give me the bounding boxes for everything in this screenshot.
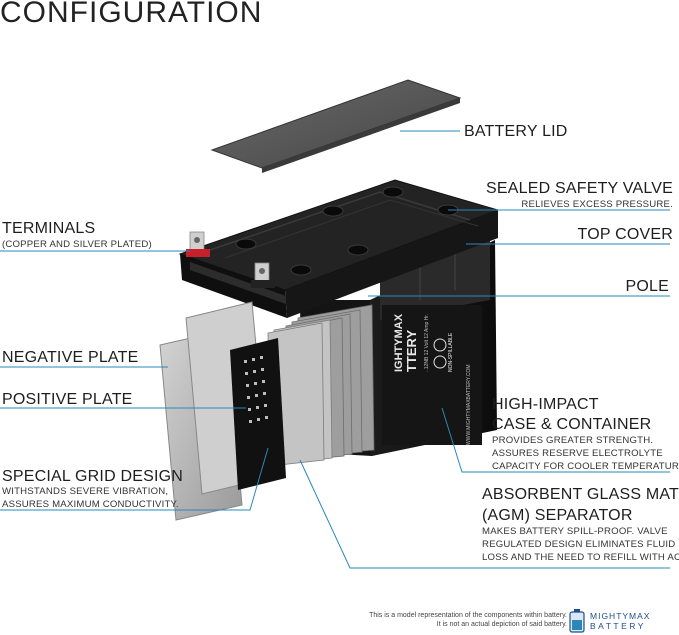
certification-marks-icon [433,338,447,369]
label-top-cover: TOP COVER [577,226,673,243]
label-pole: POLE [625,278,669,295]
label-special-grid-sub-1: WITHSTANDS SEVERE VIBRATION, [2,486,169,497]
battery-logo-icon [569,609,585,633]
page-title: CONFIGURATION [0,0,263,29]
leader-high-impact [441,407,670,473]
footer-disclaimer-1: This is a model representation of the co… [369,612,567,619]
battery-brand-text-2: TTERY [404,330,419,372]
safety-valve-caps [235,186,459,276]
plate-stack [267,319,333,467]
label-high-impact-sub-2: ASSURES RESERVE ELECTROLYTE [492,448,663,459]
footer-logo-line2: BATTERY [590,621,646,631]
label-agm-1: ABSORBENT GLASS MAT [482,486,679,503]
label-positive-plate: POSITIVE PLATE [2,391,133,408]
battery-lid [210,79,462,169]
leader-lines [0,130,670,569]
label-agm-sub-1: MAKES BATTERY SPILL-PROOF. VALVE [482,526,668,537]
label-sealed-safety-valve: SEALED SAFETY VALVE [486,180,673,197]
leader-agm [299,459,670,569]
battery-non-spillable-text: NON-SPILLABLE [448,332,454,372]
battery-brand-text: IGHTYMAX [393,313,405,372]
leader-special-grid [0,447,269,511]
label-sealed-safety-valve-sub: RELIEVES EXCESS PRESSURE. [521,199,673,210]
label-high-impact-sub-3: CAPACITY FOR COOLER TEMPERATURES. [492,461,679,472]
label-high-impact-2: CASE & CONTAINER [492,416,652,433]
label-agm-sub-3: LOSS AND THE NEED TO REFILL WITH ACID. [482,552,679,563]
label-high-impact-1: HIGH-IMPACT [492,396,599,413]
footer-disclaimer-2: It is not an actual depiction of said ba… [436,621,567,628]
label-special-grid: SPECIAL GRID DESIGN [2,468,184,485]
label-high-impact-sub-1: PROVIDES GREATER STRENGTH. [492,435,654,446]
label-terminals-sub: (COPPER AND SILVER PLATED) [2,239,152,250]
battery-website-text: WWW.MIGHTYMAXBATTERY.COM [466,364,472,445]
label-terminals: TERMINALS [2,220,96,237]
label-special-grid-sub-2: ASSURES MAXIMUM CONDUCTIVITY. [2,499,179,510]
terminals [186,231,275,288]
battery-model-text: ..12NB 12 Volt 12 Amp Hr. [424,314,430,372]
footer-logo-line1: MIGHTYMAX [590,611,651,621]
label-battery-lid: BATTERY LID [464,123,568,140]
label-agm-sub-2: REGULATED DESIGN ELIMINATES FLUID [482,539,676,550]
special-grid [230,338,286,490]
label-agm-2: (AGM) SEPARATOR [482,507,633,524]
label-negative-plate: NEGATIVE PLATE [2,349,139,366]
